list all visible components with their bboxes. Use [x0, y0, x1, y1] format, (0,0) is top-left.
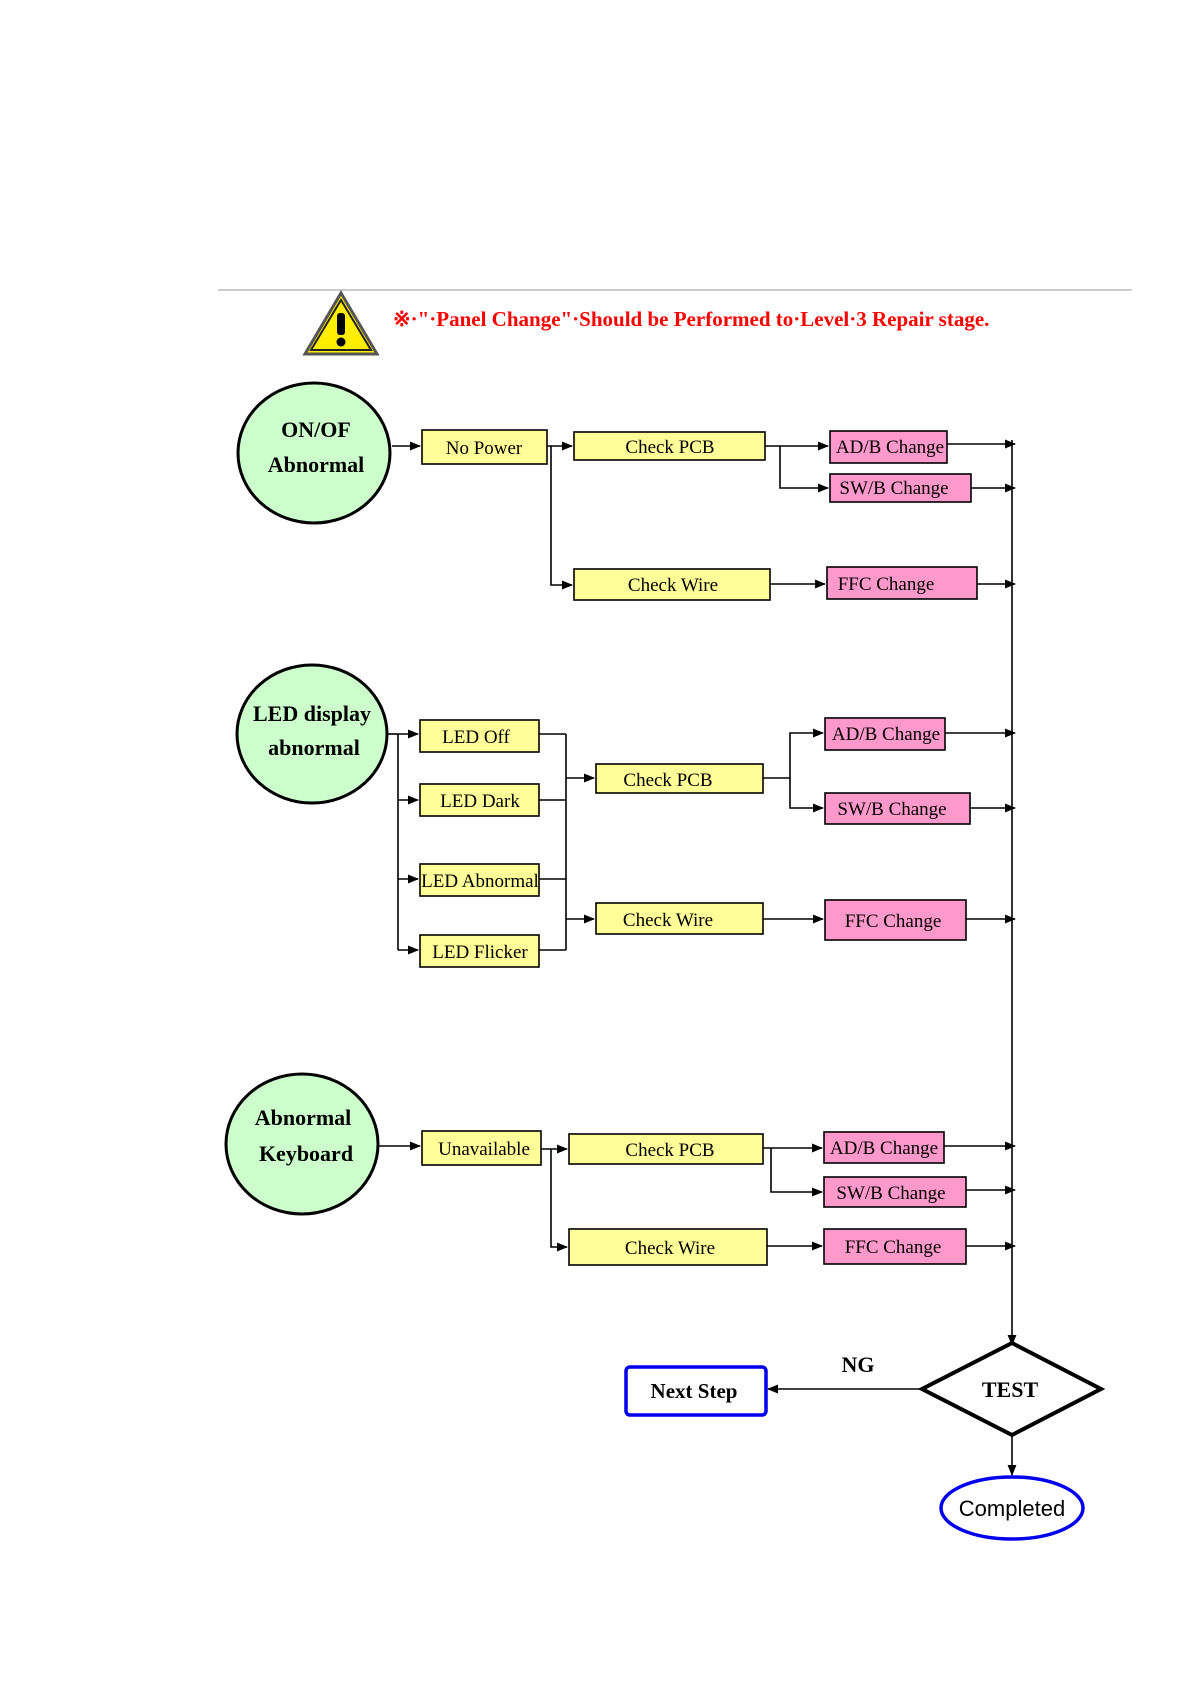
- svg-text:Check PCB: Check PCB: [623, 770, 712, 791]
- box-led-flicker: LED Flicker: [419, 934, 540, 968]
- svg-text:AD/B Change: AD/B Change: [830, 1138, 938, 1159]
- terminal-completed-label: Completed: [959, 1496, 1065, 1521]
- start-node-led-display: LED display abnormal: [235, 663, 389, 805]
- decision-test: TEST: [917, 1340, 1106, 1438]
- svg-text:LED Dark: LED Dark: [440, 791, 520, 812]
- svg-text:LED Abnormal: LED Abnormal: [421, 871, 539, 892]
- svg-text:LED Flicker: LED Flicker: [432, 942, 528, 963]
- box-unavailable: Unavailable: [421, 1130, 542, 1166]
- box-ffc-change: FFC Change: [826, 566, 978, 600]
- svg-text:Check Wire: Check Wire: [625, 1238, 715, 1259]
- terminal-next-step: Next Step: [624, 1365, 768, 1417]
- svg-text:FFC Change: FFC Change: [845, 1237, 942, 1258]
- svg-text:FFC Change: FFC Change: [845, 911, 942, 932]
- box-check-pcb: Check PCB: [595, 763, 764, 794]
- terminal-next-step-label: Next Step: [651, 1379, 738, 1403]
- svg-text:LED Off: LED Off: [442, 727, 510, 748]
- svg-text:Check PCB: Check PCB: [625, 1140, 714, 1161]
- box-ffc-change: FFC Change: [823, 1228, 967, 1265]
- terminal-completed: Completed: [939, 1475, 1085, 1541]
- start-node-label-line1: LED display: [253, 701, 371, 726]
- box-check-wire: Check Wire: [595, 902, 764, 935]
- box-check-pcb: Check PCB: [568, 1133, 764, 1165]
- svg-text:AD/B Change: AD/B Change: [836, 437, 944, 458]
- warning-text: ※·"·Panel Change"·Should be Performed to…: [393, 307, 989, 331]
- box-swb-change: SW/B Change: [824, 792, 971, 825]
- box-no-power: No Power: [421, 429, 548, 465]
- box-swb-change: SW/B Change: [823, 1176, 967, 1208]
- warning-triangle-icon: [302, 290, 380, 356]
- svg-text:Check Wire: Check Wire: [623, 910, 713, 931]
- box-adb-change: AD/B Change: [823, 1131, 945, 1164]
- ng-label: NG: [842, 1352, 875, 1377]
- connectors: [378, 439, 1017, 1477]
- start-node-keyboard: Abnormal Keyboard: [224, 1072, 380, 1216]
- box-ffc-change: FFC Change: [824, 899, 967, 941]
- start-node-label-line2: abnormal: [268, 735, 360, 760]
- svg-text:SW/B Change: SW/B Change: [836, 1183, 945, 1204]
- svg-text:FFC Change: FFC Change: [838, 574, 935, 595]
- box-check-wire: Check Wire: [568, 1228, 768, 1266]
- svg-text:SW/B Change: SW/B Change: [837, 799, 946, 820]
- decision-test-label: TEST: [982, 1377, 1039, 1402]
- box-check-wire: Check Wire: [573, 568, 771, 601]
- box-led-abnormal: LED Abnormal: [419, 863, 540, 897]
- start-node-label-line1: Abnormal: [255, 1105, 352, 1130]
- svg-text:No Power: No Power: [446, 438, 523, 459]
- svg-text:Check Wire: Check Wire: [628, 575, 718, 596]
- svg-text:AD/B Change: AD/B Change: [832, 724, 940, 745]
- start-node-label-line1: ON/OF: [281, 417, 351, 442]
- start-node-label-line2: Keyboard: [259, 1141, 353, 1166]
- start-node-label-line2: Abnormal: [268, 452, 365, 477]
- svg-text:SW/B Change: SW/B Change: [839, 478, 948, 499]
- box-led-off: LED Off: [419, 719, 540, 753]
- start-node-onoff: ON/OF Abnormal: [236, 381, 392, 525]
- box-swb-change: SW/B Change: [829, 473, 972, 503]
- svg-text:Unavailable: Unavailable: [438, 1139, 530, 1160]
- box-adb-change: AD/B Change: [824, 717, 946, 751]
- box-led-dark: LED Dark: [419, 783, 540, 817]
- box-check-pcb: Check PCB: [573, 431, 766, 461]
- svg-text:Check PCB: Check PCB: [625, 437, 714, 458]
- box-adb-change: AD/B Change: [829, 430, 948, 464]
